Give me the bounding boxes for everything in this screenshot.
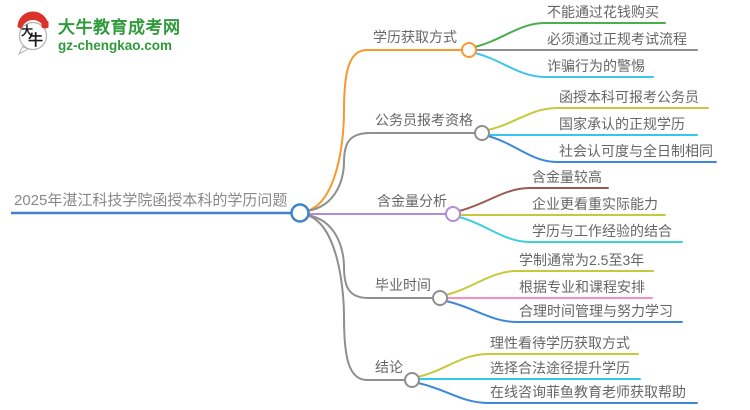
logo-char-2: 牛 (28, 31, 43, 49)
branch-connector (306, 214, 406, 381)
branch-connector (306, 214, 434, 299)
logo-red-arc (17, 11, 49, 30)
logo-bubble-tail (17, 45, 30, 56)
logo-bubble (18, 21, 48, 51)
branch-node-circle (432, 290, 448, 306)
brand-title: 大牛教育成考网 (58, 18, 181, 37)
leaf-connector (487, 135, 717, 163)
leaf-connector (417, 353, 639, 378)
branch-connector (306, 132, 476, 212)
leaf-connector (487, 107, 709, 131)
brand-domain: gz-chengkao.com (58, 38, 173, 53)
logo-seal (41, 21, 49, 28)
leaf-connector (445, 300, 683, 323)
root-node-circle (290, 203, 310, 223)
leaf-connector (445, 270, 654, 296)
leaf-connector (474, 52, 654, 78)
leaf-connector (458, 187, 609, 212)
branch-node-circle (461, 42, 477, 58)
brand-logo-icon: 大 牛 (13, 11, 53, 60)
leaf-connector (417, 382, 698, 404)
leaf-connector (474, 22, 666, 48)
branch-node-circle (445, 206, 461, 222)
branch-node-circle (474, 125, 490, 141)
branch-node-circle (404, 372, 420, 388)
logo-char-1: 大 (21, 23, 33, 38)
leaf-connector (458, 216, 683, 243)
branch-connector (306, 49, 463, 212)
brand-logo: 大 牛 大牛教育成考网 gz-chengkao.com (13, 11, 181, 60)
